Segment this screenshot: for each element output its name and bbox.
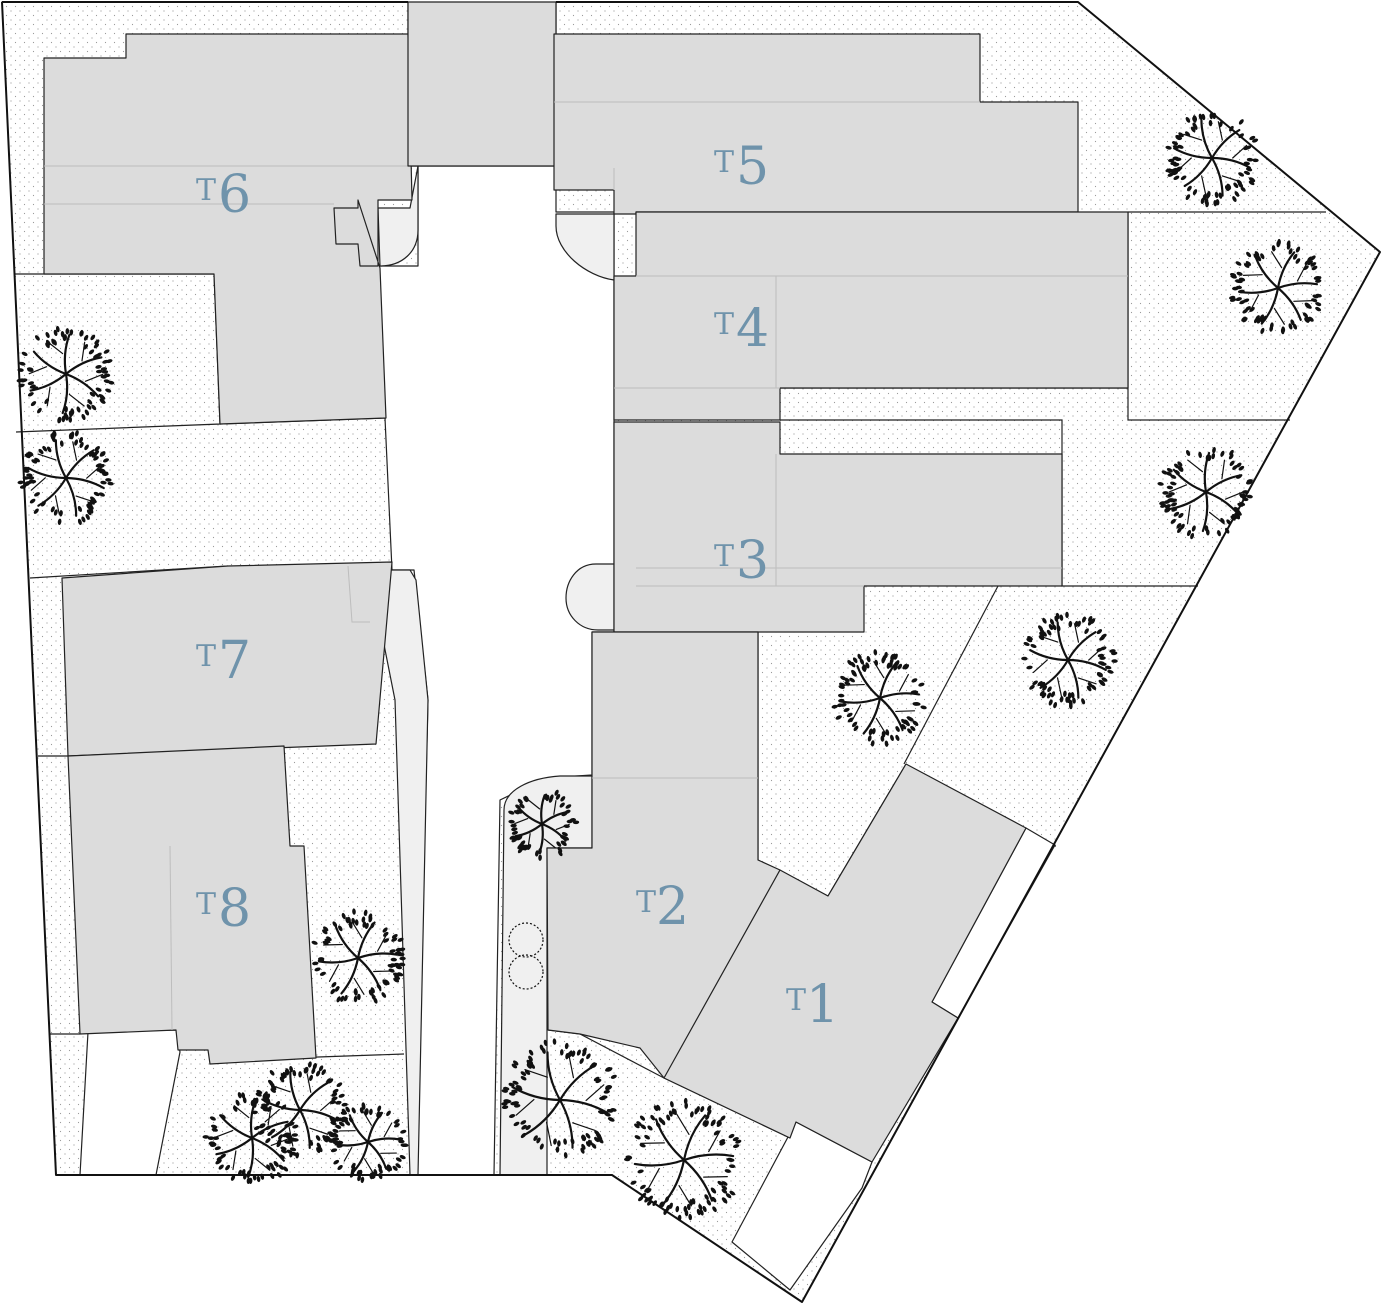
paved-areas xyxy=(369,165,615,1176)
label-t8-prefix: T xyxy=(196,887,216,922)
shrubs xyxy=(508,922,544,990)
label-t7: T 7 xyxy=(196,631,251,691)
tree-icon xyxy=(501,1038,617,1159)
tree-icon xyxy=(311,908,406,1004)
label-t6-number: 6 xyxy=(218,165,251,225)
central-courtyard xyxy=(377,165,615,1176)
label-t3: T 3 xyxy=(714,531,769,591)
label-t7-prefix: T xyxy=(196,639,216,674)
trees xyxy=(16,112,1322,1222)
building-gate xyxy=(407,1,557,167)
label-t1: T 1 xyxy=(786,975,839,1035)
tree-icon xyxy=(16,325,115,424)
label-t4-number: 4 xyxy=(736,299,769,359)
label-t2-prefix: T xyxy=(636,885,656,920)
label-t8-number: 8 xyxy=(218,879,251,939)
label-t3-prefix: T xyxy=(714,539,734,574)
label-t1-number: 1 xyxy=(806,975,839,1035)
label-t2-number: 2 xyxy=(656,877,689,937)
label-t4: T 4 xyxy=(714,299,769,359)
label-t6-prefix: T xyxy=(196,173,216,208)
label-t3-number: 3 xyxy=(736,531,769,591)
label-t7-number: 7 xyxy=(218,631,251,691)
label-t5-number: 5 xyxy=(736,137,769,197)
building-t4 xyxy=(613,211,1129,421)
building-t1 xyxy=(663,763,1027,1163)
tree-icon xyxy=(326,1102,409,1183)
label-t6: T 6 xyxy=(196,165,251,225)
tree-icon xyxy=(508,789,580,861)
tree-icon xyxy=(624,1097,742,1222)
tree-icon xyxy=(831,649,927,747)
label-t5: T 5 xyxy=(714,137,769,197)
parking-bays xyxy=(79,827,1056,1291)
building-t2 xyxy=(546,631,781,1079)
label-t4-prefix: T xyxy=(714,307,734,342)
label-t8: T 8 xyxy=(196,879,251,939)
tree-icon xyxy=(1157,446,1253,540)
tree-icon xyxy=(1165,112,1259,208)
tree-icon xyxy=(251,1061,349,1159)
label-t1-prefix: T xyxy=(786,983,806,1018)
building-t8 xyxy=(67,745,317,1065)
tree-icon xyxy=(17,430,114,525)
tree-icon xyxy=(1229,238,1322,335)
label-t2: T 2 xyxy=(636,877,689,937)
label-t5-prefix: T xyxy=(714,145,734,180)
tree-icon xyxy=(1021,611,1118,710)
